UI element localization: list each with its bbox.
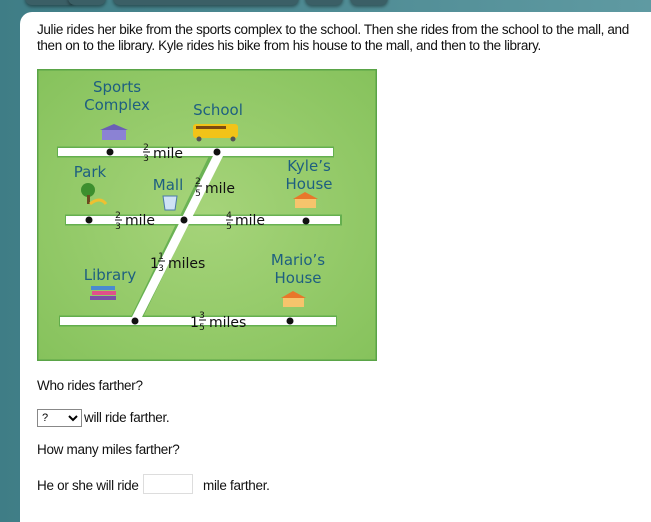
distance-sports-school: 2 3 mile <box>143 143 183 164</box>
mario-house-icon <box>281 291 306 307</box>
distance-school-mall: 2 5 mile <box>195 177 235 199</box>
rider-select[interactable]: ? <box>37 409 82 427</box>
answer-prefix-text: He or she will ride <box>37 478 139 493</box>
svg-text:1: 1 <box>190 315 199 331</box>
svg-text:3: 3 <box>199 311 205 321</box>
nav-tab[interactable] <box>25 0 75 5</box>
distance-library-mario: 1 3 5 miles <box>190 311 246 333</box>
sports-complex-point <box>106 148 114 156</box>
map-figure: Sports Complex School Park Mall Kyle’s H… <box>37 69 377 361</box>
kyle-house-point <box>302 217 310 225</box>
svg-text:5: 5 <box>199 323 205 333</box>
mall-icon <box>162 195 178 211</box>
label-kyles-house-2: House <box>285 175 332 193</box>
question-how-many-miles: How many miles farther? <box>37 442 180 457</box>
school-bus-icon <box>193 124 238 142</box>
label-library: Library <box>84 266 137 284</box>
svg-text:miles: miles <box>209 315 246 331</box>
label-sports-complex-2: Complex <box>84 96 150 114</box>
svg-text:2: 2 <box>115 211 121 221</box>
label-park: Park <box>74 163 107 181</box>
svg-text:2: 2 <box>195 177 201 187</box>
kyle-house-icon <box>293 192 318 208</box>
label-sports-complex: Sports <box>93 78 141 96</box>
svg-text:1: 1 <box>150 256 159 272</box>
label-mall: Mall <box>153 176 183 194</box>
svg-text:3: 3 <box>115 222 121 232</box>
sports-complex-icon <box>100 124 128 140</box>
svg-text:1: 1 <box>158 252 164 262</box>
library-books-icon <box>90 286 116 300</box>
label-marios-house: Mario’s <box>271 251 325 269</box>
svg-text:3: 3 <box>158 264 164 274</box>
question-who-rides-farther: Who rides farther? <box>37 378 143 393</box>
mall-point <box>180 216 188 224</box>
nav-tab[interactable] <box>305 0 343 5</box>
library-point <box>131 317 139 325</box>
svg-text:mile: mile <box>125 213 155 229</box>
svg-text:5: 5 <box>226 222 232 232</box>
svg-text:mile: mile <box>153 146 183 162</box>
problem-text: Julie rides her bike from the sports com… <box>37 22 629 53</box>
nav-tab[interactable] <box>68 0 106 5</box>
svg-text:2: 2 <box>143 143 149 153</box>
park-icon <box>81 183 108 206</box>
svg-text:mile: mile <box>235 213 265 229</box>
answer-suffix-text: mile farther. <box>203 478 270 493</box>
label-school: School <box>193 101 243 119</box>
svg-text:mile: mile <box>205 181 235 197</box>
svg-text:miles: miles <box>168 256 205 272</box>
distance-park-mall: 2 3 mile <box>115 211 155 232</box>
svg-text:5: 5 <box>195 189 201 199</box>
distance-mall-library: 1 1 3 miles <box>150 252 205 274</box>
mario-house-point <box>286 317 294 325</box>
nav-tab[interactable] <box>350 0 388 5</box>
label-marios-house-2: House <box>274 269 321 287</box>
select-suffix-text: will ride farther. <box>84 410 170 425</box>
svg-text:4: 4 <box>226 211 232 221</box>
svg-text:3: 3 <box>143 154 149 164</box>
park-point <box>85 216 93 224</box>
school-point <box>213 148 221 156</box>
road-diagonal <box>130 149 225 324</box>
distance-mall-kyle: 4 5 mile <box>226 211 265 232</box>
nav-tab[interactable] <box>113 0 299 5</box>
label-kyles-house: Kyle’s <box>287 157 331 175</box>
miles-farther-input[interactable] <box>143 474 193 494</box>
